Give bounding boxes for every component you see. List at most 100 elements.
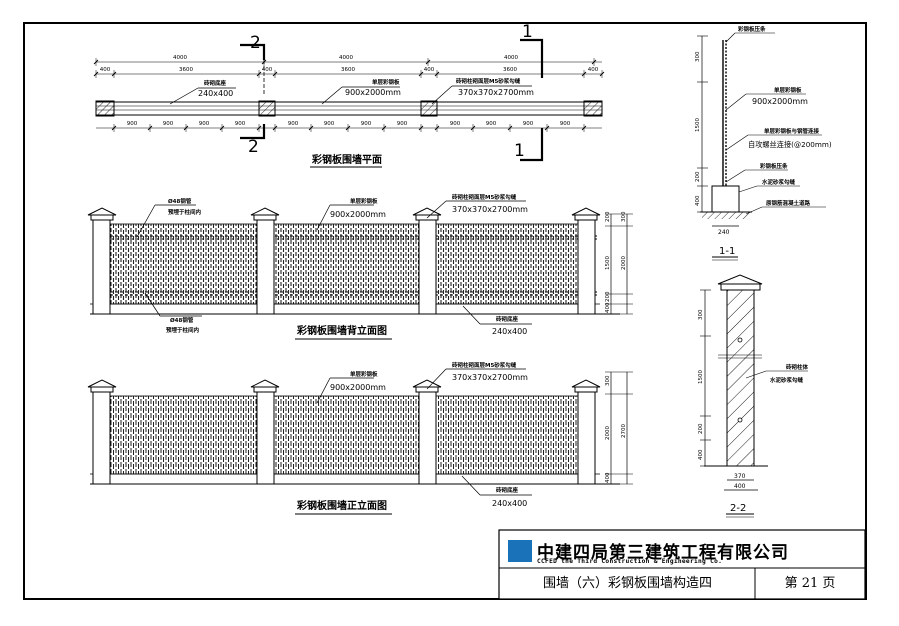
- sec11-ground-hatch: [702, 212, 750, 219]
- dim-label: 400: [605, 472, 611, 483]
- front-leader: [426, 368, 447, 390]
- dim-label: 400: [734, 483, 746, 490]
- front-leader: [461, 475, 481, 496]
- front-base-size: 240x400: [492, 499, 527, 508]
- section-1-1: 300 1500 200 400 240 彩钢板压条 单层彩钢板 900x200…: [695, 25, 832, 261]
- section-1-label-top: 1: [522, 22, 533, 42]
- title-block: [498, 529, 866, 600]
- company-logo: [508, 540, 532, 562]
- plan-pillar: [420, 100, 438, 117]
- sec11-panel-size: 900x2000mm: [752, 97, 808, 106]
- back-panel: [272, 223, 420, 305]
- page-number: 第 21 页: [784, 576, 836, 591]
- plan-brick-base-label: 砖砌底座: [204, 79, 227, 87]
- back-leader: [316, 204, 331, 231]
- dim-label: 900: [523, 121, 534, 127]
- back-pillar-size: 370x370x2700mm: [452, 205, 528, 214]
- front-panel-size: 900x2000mm: [330, 383, 386, 392]
- front-base-label: 砖砌底座: [496, 486, 519, 494]
- front-leader: [316, 377, 331, 404]
- dim-label: 1500: [695, 118, 701, 132]
- dim-label: 200: [698, 423, 704, 434]
- dim-label: 300: [605, 375, 611, 386]
- dim-label: 400: [100, 67, 111, 73]
- section-2-2: 300 1500 200 400 370 400 砖砌柱体 水泥砂浆勾缝 2-2: [698, 274, 809, 518]
- back-pipe-note-bottom: 预埋于柱间内: [166, 326, 200, 334]
- sec22-pipe-dot: [737, 337, 743, 343]
- dim-label: 370: [734, 473, 746, 480]
- back-pillar: [250, 207, 280, 315]
- sec22-cap-base: [720, 283, 761, 291]
- back-leader: [136, 204, 156, 238]
- dim-label: 300: [621, 211, 627, 222]
- front-pillar: [250, 379, 280, 485]
- section-2-marker-bottom: [240, 124, 266, 140]
- dim-label: 4000: [504, 55, 518, 61]
- back-title: 彩钢板围墙背立面图: [296, 324, 387, 337]
- company-name-cn: 中建四局第三建筑工程有限公司: [537, 543, 789, 563]
- sec22-leader: [745, 370, 767, 379]
- dim-label: 400: [695, 195, 701, 206]
- sec22-title: 2-2: [730, 503, 746, 514]
- front-pillar-size: 370x370x2700mm: [452, 373, 528, 382]
- dim-label: 2000: [605, 426, 611, 440]
- sec22-cap: [717, 274, 763, 285]
- sec22-mortar-label: 水泥砂浆勾缝: [770, 376, 804, 384]
- front-panel: [272, 395, 420, 475]
- sec11-leader: [745, 206, 763, 215]
- sec11-title: 1-1: [719, 246, 735, 257]
- dim-label: 3600: [341, 67, 355, 73]
- sec11-screw-label: 自攻螺丝连接(@200mm): [748, 140, 832, 149]
- dim-label: 200: [605, 291, 611, 302]
- dim-label: 400: [698, 449, 704, 460]
- sec11-brick-base: [711, 185, 740, 213]
- dim-label: 240: [718, 229, 730, 236]
- dim-label: 900: [288, 121, 299, 127]
- dim-label: 900: [235, 121, 246, 127]
- sec11-mortar-label: 水泥砂浆勾缝: [762, 178, 796, 186]
- sheet-border: [23, 22, 867, 600]
- front-elevation: 300 2000 400 2700 单层彩钢板 900x2000mm 砖砌柱砌面…: [87, 361, 633, 515]
- sec11-ground-label: 原钢筋混凝土道路: [766, 199, 811, 207]
- dim-label: 300: [698, 309, 704, 320]
- plan-pillar: [258, 100, 276, 117]
- dim-label: 900: [163, 121, 174, 127]
- dim-label: 900: [397, 121, 408, 127]
- back-base-label: 砖砌底座: [496, 315, 519, 323]
- sec11-leader: [725, 93, 747, 111]
- dim-label: 400: [588, 67, 599, 73]
- front-title: 彩钢板围墙正立面图: [296, 499, 387, 512]
- front-dims-right: 300 2000 400 2700: [605, 371, 633, 485]
- plan-panel-label: 单层彩钢板: [372, 78, 400, 86]
- section-2-label-bottom: 2: [248, 137, 259, 157]
- plan-leader: [169, 87, 199, 105]
- back-panel: [433, 223, 581, 305]
- back-pillar: [571, 207, 601, 315]
- dim-label: 3600: [179, 67, 193, 73]
- dim-label: 900: [324, 121, 335, 127]
- dim-label: 1500: [605, 256, 611, 270]
- back-leader: [426, 200, 447, 219]
- dim-label: 900: [560, 121, 571, 127]
- plan-pillar: [583, 100, 603, 117]
- dim-label: 400: [605, 302, 611, 313]
- sec11-conn-label: 单层彩钢板与钢管连接: [764, 127, 820, 135]
- sec22-pillar-label: 砖砌柱体: [786, 363, 809, 371]
- dim-label: 900: [486, 121, 497, 127]
- dim-label: 900: [199, 121, 210, 127]
- section-1-label-bottom: 1: [514, 141, 525, 161]
- section-2-label-top: 2: [250, 33, 261, 53]
- plan-wall-base: [95, 101, 603, 116]
- plan-pillar-label: 砖砌柱砌面层M5砂浆勾缝: [456, 77, 521, 85]
- plan-panel-size: 900x2000mm: [345, 88, 401, 97]
- dim-label: 1500: [698, 370, 704, 384]
- dim-label: 300: [695, 51, 701, 62]
- back-panel: [108, 223, 259, 305]
- sec22-pillar-body: [726, 289, 755, 467]
- front-pillar: [571, 379, 601, 485]
- sec11-leader: [725, 169, 746, 183]
- dim-label: 900: [127, 121, 138, 127]
